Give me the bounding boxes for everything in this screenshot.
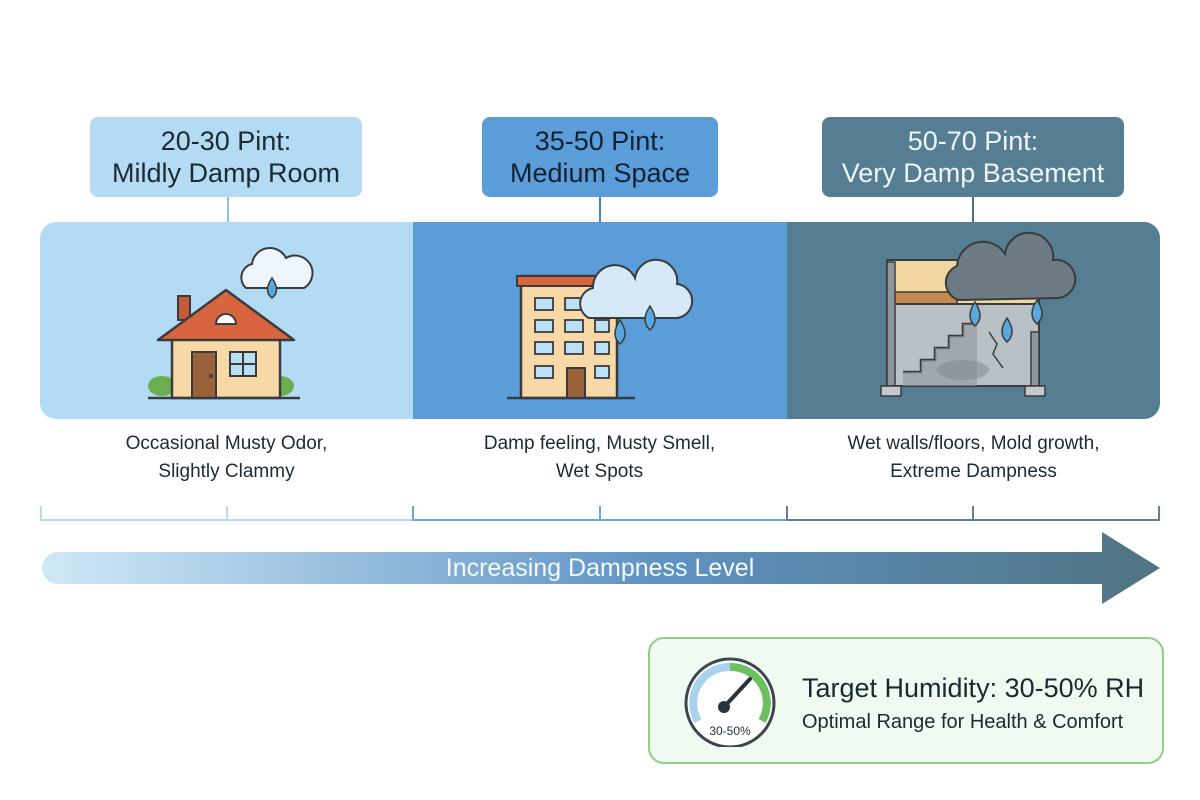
- tier-panel-small: [40, 222, 413, 419]
- scale-tick: [786, 506, 788, 521]
- tier-label-capacity: 50-70 Pint:: [907, 126, 1039, 156]
- tier-label-large: 50-70 Pint: Very Damp Basement: [822, 117, 1124, 197]
- tier-label-room: Mildly Damp Room: [111, 158, 341, 188]
- tier-panel-large: [787, 222, 1160, 419]
- description-line: Slightly Clammy: [158, 461, 295, 482]
- tier-label-room: Medium Space: [509, 158, 691, 188]
- tier-label-room: Very Damp Basement: [841, 158, 1105, 188]
- description-line: Occasional Musty Odor,: [125, 433, 328, 454]
- tier-label-capacity: 20-30 Pint:: [160, 126, 292, 156]
- tier-description-medium: Damp feeling, Musty Smell, Wet Spots: [413, 430, 786, 486]
- scale-tick: [226, 506, 228, 521]
- scale-tick: [412, 506, 414, 521]
- description-line: Wet walls/floors, Mold growth,: [847, 433, 1100, 454]
- tier-description-small: Occasional Musty Odor, Slightly Clammy: [40, 430, 413, 486]
- house-rain-icon: [148, 247, 314, 400]
- arrow-label: Increasing Dampness Level: [445, 554, 755, 582]
- target-humidity-card: 30-50% Target Humidity: 30-50% RH Optima…: [648, 637, 1164, 764]
- label-connector: [972, 197, 974, 223]
- scale-tick: [40, 506, 42, 521]
- scale-tick: [1158, 506, 1160, 521]
- humidity-gauge-icon: 30-50%: [684, 657, 776, 747]
- label-connector: [227, 197, 229, 223]
- basement-rain-icon: [880, 231, 1077, 397]
- apartment-rain-icon: [507, 258, 694, 400]
- target-subtitle: Optimal Range for Health & Comfort: [802, 711, 1124, 733]
- tier-description-large: Wet walls/floors, Mold growth, Extreme D…: [787, 430, 1160, 486]
- dampness-arrow: [42, 532, 1160, 604]
- description-line: Wet Spots: [555, 461, 644, 482]
- scale-tick: [972, 506, 974, 521]
- tier-label-small: 20-30 Pint: Mildly Damp Room: [90, 117, 362, 197]
- label-connector: [599, 197, 601, 223]
- description-line: Damp feeling, Musty Smell,: [483, 433, 716, 454]
- target-title: Target Humidity: 30-50% RH: [802, 673, 1145, 703]
- gauge-label: 30-50%: [709, 724, 751, 738]
- description-line: Extreme Dampness: [890, 461, 1057, 482]
- tier-label-medium: 35-50 Pint: Medium Space: [482, 117, 718, 197]
- scale-tick: [599, 506, 601, 521]
- tier-panel-medium: [413, 222, 787, 419]
- tier-label-capacity: 35-50 Pint:: [534, 126, 666, 156]
